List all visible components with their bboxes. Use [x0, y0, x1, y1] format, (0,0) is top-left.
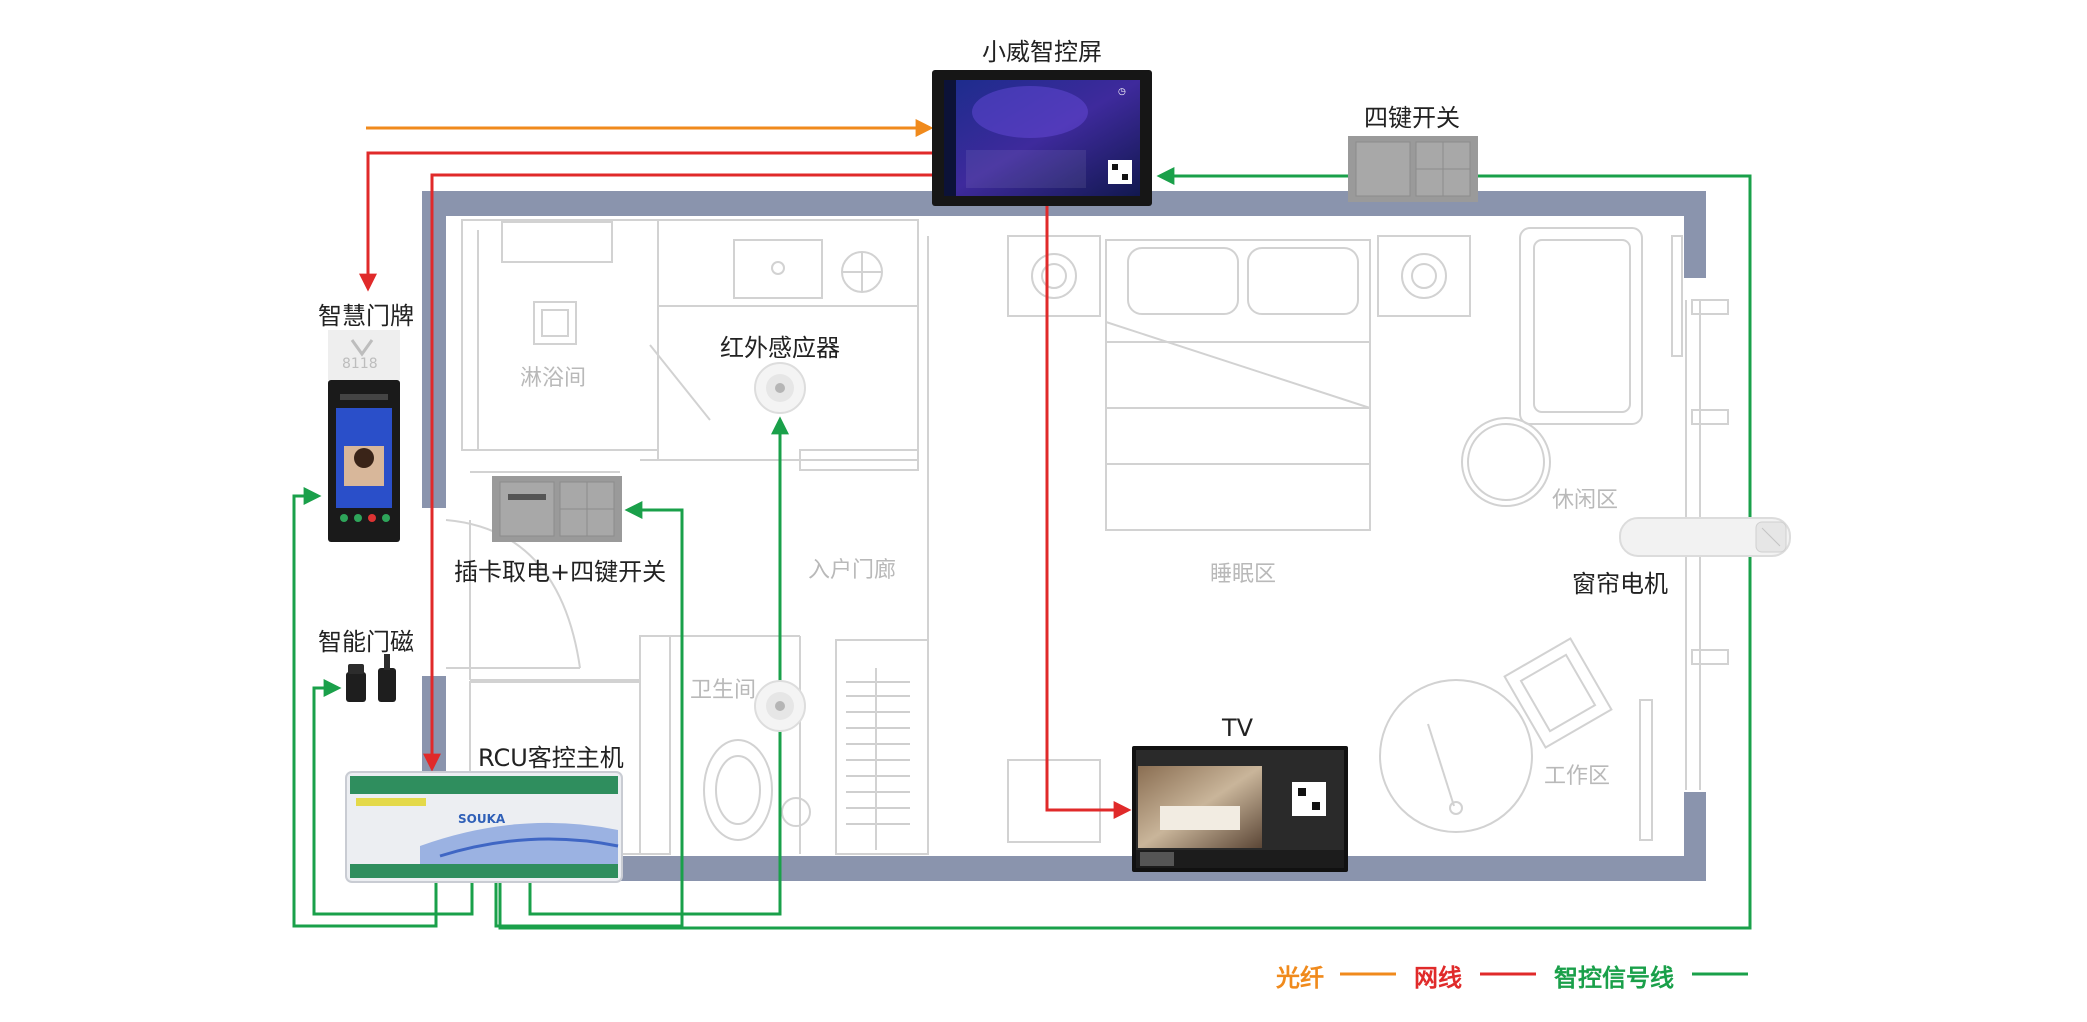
smart-screen-label: 小威智控屏	[982, 38, 1102, 66]
network-line-rcu	[423, 173, 932, 772]
door-magnet-device	[346, 654, 396, 702]
legend-signal-label: 智控信号线	[1554, 964, 1674, 992]
smart-screen-device: ◷	[932, 70, 1152, 206]
pillow-left	[1127, 247, 1239, 315]
room-work-label: 工作区	[1544, 764, 1611, 789]
curtain-motor-device	[1619, 517, 1791, 557]
door-sign-device	[328, 330, 400, 542]
legend-network-label: 网线	[1414, 964, 1462, 992]
room-leisure-label: 休闲区	[1552, 488, 1619, 513]
four-key-switch-label: 四键开关	[1364, 104, 1460, 132]
connections	[292, 119, 1752, 930]
door-sign-label: 智慧门牌	[318, 302, 414, 330]
ir-sensor-device	[754, 362, 806, 414]
left-door-notch	[422, 508, 446, 676]
armchair	[1503, 637, 1613, 749]
door-magnet-label: 智能门磁	[318, 628, 414, 656]
signal-line-ir-sensor	[528, 416, 789, 916]
toilet	[703, 739, 773, 841]
nightstand-right	[1377, 235, 1471, 317]
signal-line-door-sign	[292, 487, 438, 928]
rcu-device	[345, 771, 623, 883]
screen-clock-icon: ◷	[1118, 87, 1126, 97]
signal-line-card-switch	[494, 501, 684, 928]
room-sleep-label: 睡眠区	[1210, 562, 1277, 587]
rcu-brand: SOUKA	[458, 812, 506, 826]
entrance-door-swing	[445, 519, 581, 669]
shower-drain	[533, 301, 577, 345]
room-entrance-label: 入户门廊	[808, 558, 897, 583]
four-key-switch-device	[1348, 136, 1478, 202]
room-shower-label: 淋浴间	[520, 366, 587, 391]
signal-line-screen	[498, 167, 1752, 930]
signal-line-door-magnet	[312, 679, 474, 916]
bed	[1105, 239, 1371, 531]
curtain-motor-label: 窗帘电机	[1572, 570, 1668, 598]
shower-niche	[501, 221, 613, 263]
round-table	[1461, 417, 1551, 507]
ir-sensor-label: 红外感应器	[720, 334, 840, 362]
door-sign-number: 8118	[342, 356, 378, 372]
card-power-switch-label: 插卡取电+四键开关	[454, 558, 667, 586]
floor-plan	[422, 191, 1729, 881]
nightstand-left	[1007, 235, 1101, 317]
washbasin	[733, 239, 823, 299]
tv-device	[1132, 746, 1348, 872]
tv-label: TV	[1222, 714, 1254, 742]
sofa	[1519, 227, 1643, 425]
ir-sensor-bathroom-device	[754, 680, 806, 732]
network-line-tv	[1045, 205, 1132, 819]
network-line-door-sign	[359, 151, 932, 292]
work-table	[1379, 679, 1533, 833]
pillow-right	[1247, 247, 1359, 315]
rcu-label: RCU客控主机	[478, 744, 624, 772]
legend-fiber-label: 光纤	[1276, 964, 1324, 992]
interior	[446, 216, 1684, 856]
room-bathroom-label: 卫生间	[690, 678, 757, 703]
card-power-switch-device	[492, 476, 622, 542]
